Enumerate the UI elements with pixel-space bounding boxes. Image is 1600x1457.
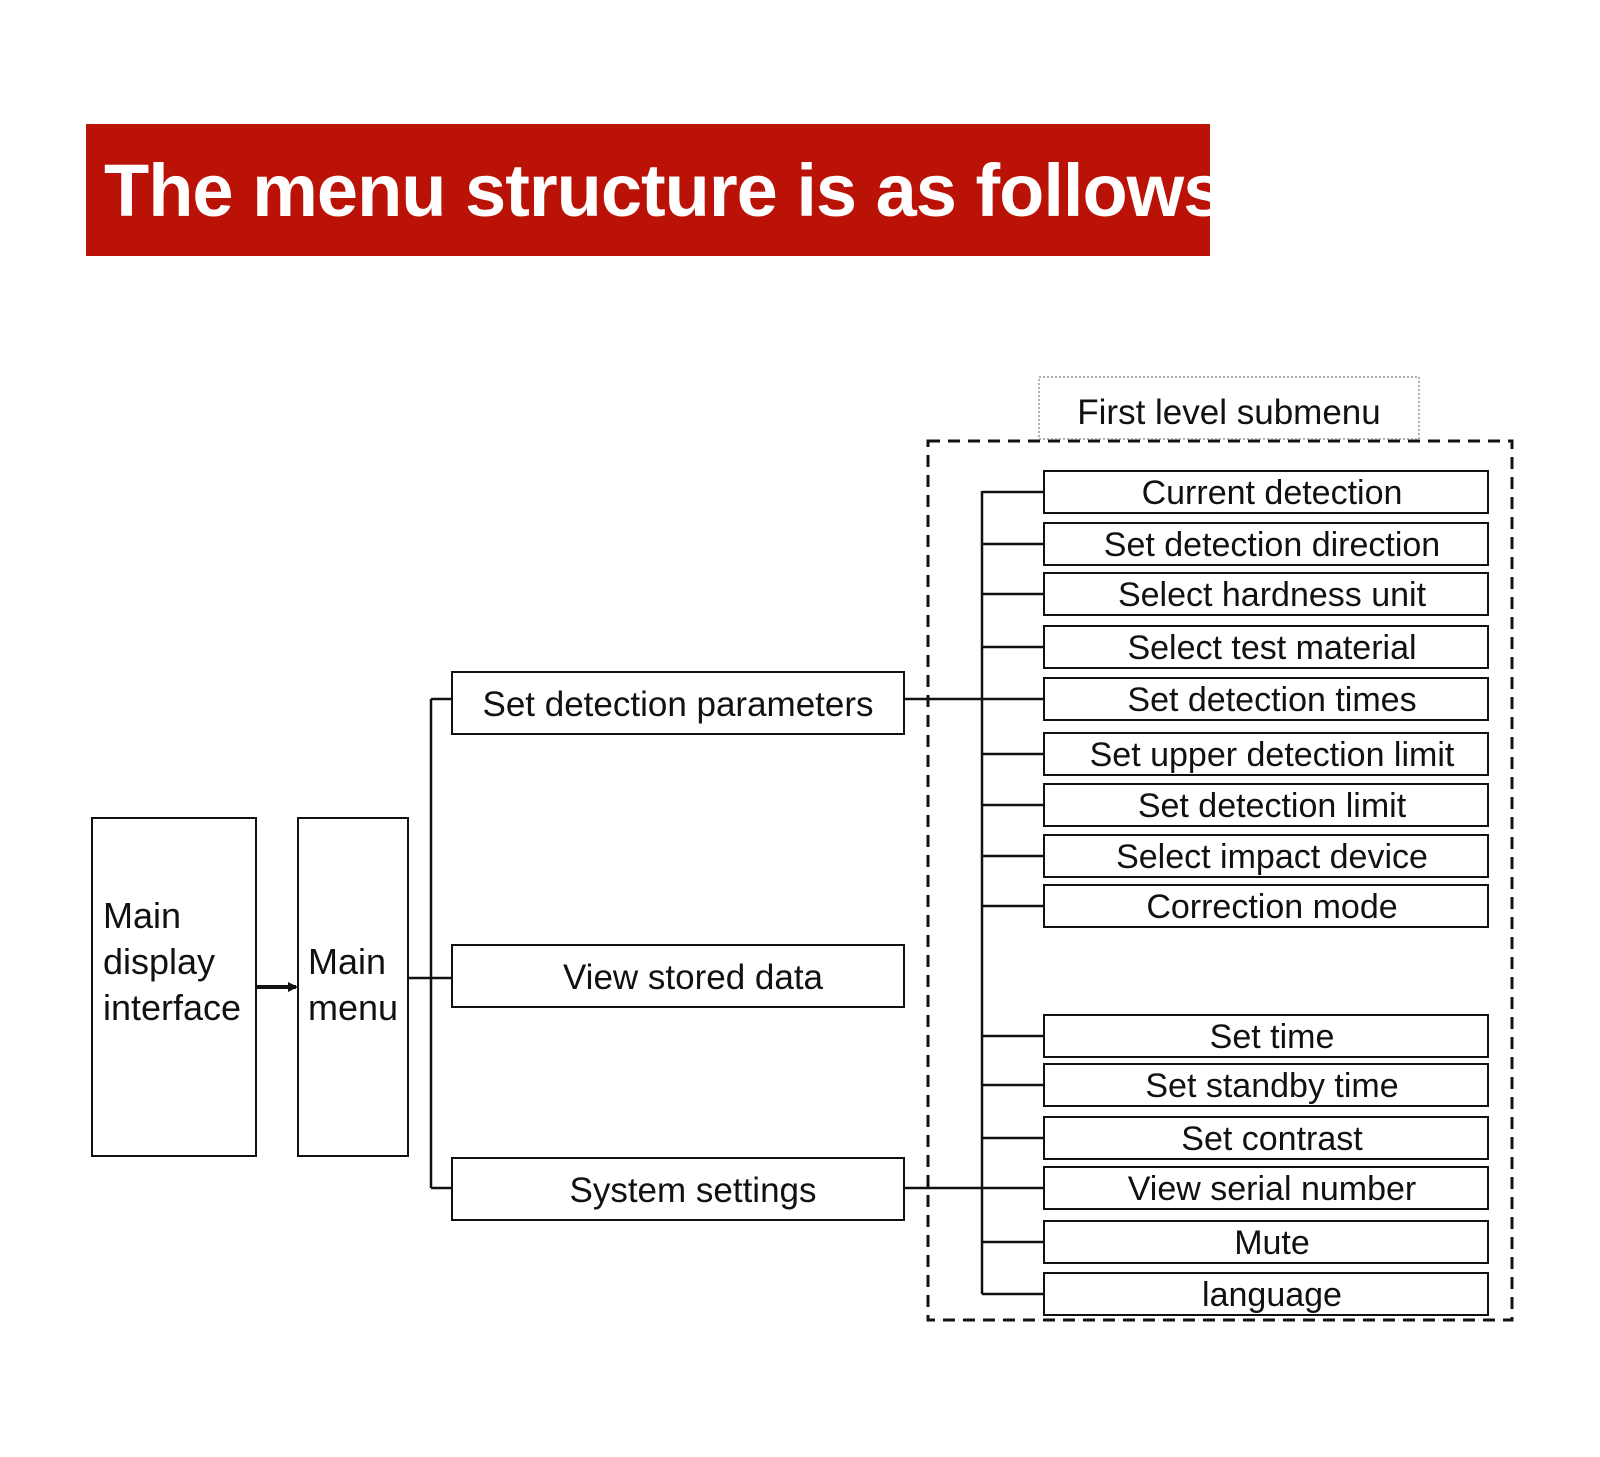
submenu-item-box <box>1043 677 1489 721</box>
submenu-item-label: Set detection times <box>1127 681 1416 719</box>
menu-item-set-detection-parameters: Set detection parameters <box>451 671 905 735</box>
submenu-item: Current detection <box>982 470 1489 514</box>
submenu-item: Set upper detection limit <box>982 732 1489 776</box>
submenu-item-box <box>1043 1014 1489 1058</box>
submenu-item-label: Set detection direction <box>1104 526 1440 564</box>
submenu-item-box <box>1043 1063 1489 1107</box>
submenu-item: Set detection limit <box>982 783 1489 827</box>
first-level-submenu-caption-label: First level submenu <box>1077 393 1380 432</box>
submenu-item-label: Set contrast <box>1181 1120 1363 1158</box>
submenu-item-label: Select hardness unit <box>1118 576 1427 614</box>
submenu-item: View serial number <box>982 1166 1489 1210</box>
menu-item-view-stored-data: View stored data <box>451 944 905 1008</box>
submenu-item-box <box>1043 834 1489 878</box>
submenu-item: language <box>982 1272 1489 1316</box>
submenu-item-box <box>1043 1272 1489 1316</box>
first-level-submenu-group <box>926 439 1514 1322</box>
submenu-item-box <box>1043 884 1489 928</box>
submenu-item-box <box>1043 522 1489 566</box>
submenu-item: Set detection times <box>982 677 1489 721</box>
submenu-item: Set contrast <box>982 1116 1489 1160</box>
submenu-item-box <box>1043 625 1489 669</box>
submenu-item-box <box>1043 783 1489 827</box>
first-level-submenu-caption: First level submenu <box>1038 376 1420 440</box>
main-display-interface-label-line-1: Main <box>103 895 181 936</box>
submenu-item-label: Set detection limit <box>1138 787 1407 825</box>
submenu-item-label: Mute <box>1234 1224 1310 1262</box>
submenu-item-box <box>1043 1220 1489 1264</box>
submenu-item-box <box>1043 470 1489 514</box>
submenu-item: Select hardness unit <box>982 572 1489 616</box>
menu-item-view-stored-data-label: View stored data <box>563 958 824 997</box>
submenu-item-label: Select impact device <box>1116 838 1428 876</box>
menu-item-set-detection-parameters-label: Set detection parameters <box>482 685 873 724</box>
submenu-item: Correction mode <box>982 884 1489 928</box>
main-menu-label-line-2: menu <box>308 987 398 1028</box>
menu-item-system-settings-label: System settings <box>569 1171 816 1210</box>
submenu-item: Mute <box>982 1220 1489 1264</box>
submenu-item-label: Current detection <box>1142 474 1403 512</box>
title-banner: The menu structure is as follows: <box>86 124 1248 256</box>
menu-item-system-settings: System settings <box>451 1157 905 1221</box>
main-menu-node: Main menu <box>297 817 409 1157</box>
submenu-item: Select impact device <box>982 834 1489 878</box>
submenu-item-label: Set time <box>1210 1018 1335 1056</box>
submenu-item-box <box>1043 1166 1489 1210</box>
main-menu-label-line-1: Main <box>308 941 386 982</box>
submenu-item: Set time <box>982 1014 1489 1058</box>
submenu-item: Set detection direction <box>982 522 1489 566</box>
submenu-item-label: Set standby time <box>1145 1067 1398 1105</box>
submenu-item: Set standby time <box>982 1063 1489 1107</box>
submenu-item-box <box>1043 572 1489 616</box>
submenu-item-label: Select test material <box>1127 629 1416 667</box>
submenu-item: Select test material <box>982 625 1489 669</box>
main-display-interface-label-line-3: interface <box>103 987 241 1028</box>
page-title: The menu structure is as follows: <box>104 148 1248 232</box>
submenu-item-box <box>1043 1116 1489 1160</box>
main-display-interface-label-line-2: display <box>103 941 215 982</box>
submenu-item-label: View serial number <box>1128 1170 1417 1208</box>
submenu-item-label: Correction mode <box>1146 888 1397 926</box>
submenu-item-label: Set upper detection limit <box>1090 736 1455 774</box>
submenu-item-label: language <box>1202 1276 1342 1314</box>
main-display-interface-node: Main display interface <box>91 817 257 1157</box>
submenu-item-box <box>1043 732 1489 776</box>
